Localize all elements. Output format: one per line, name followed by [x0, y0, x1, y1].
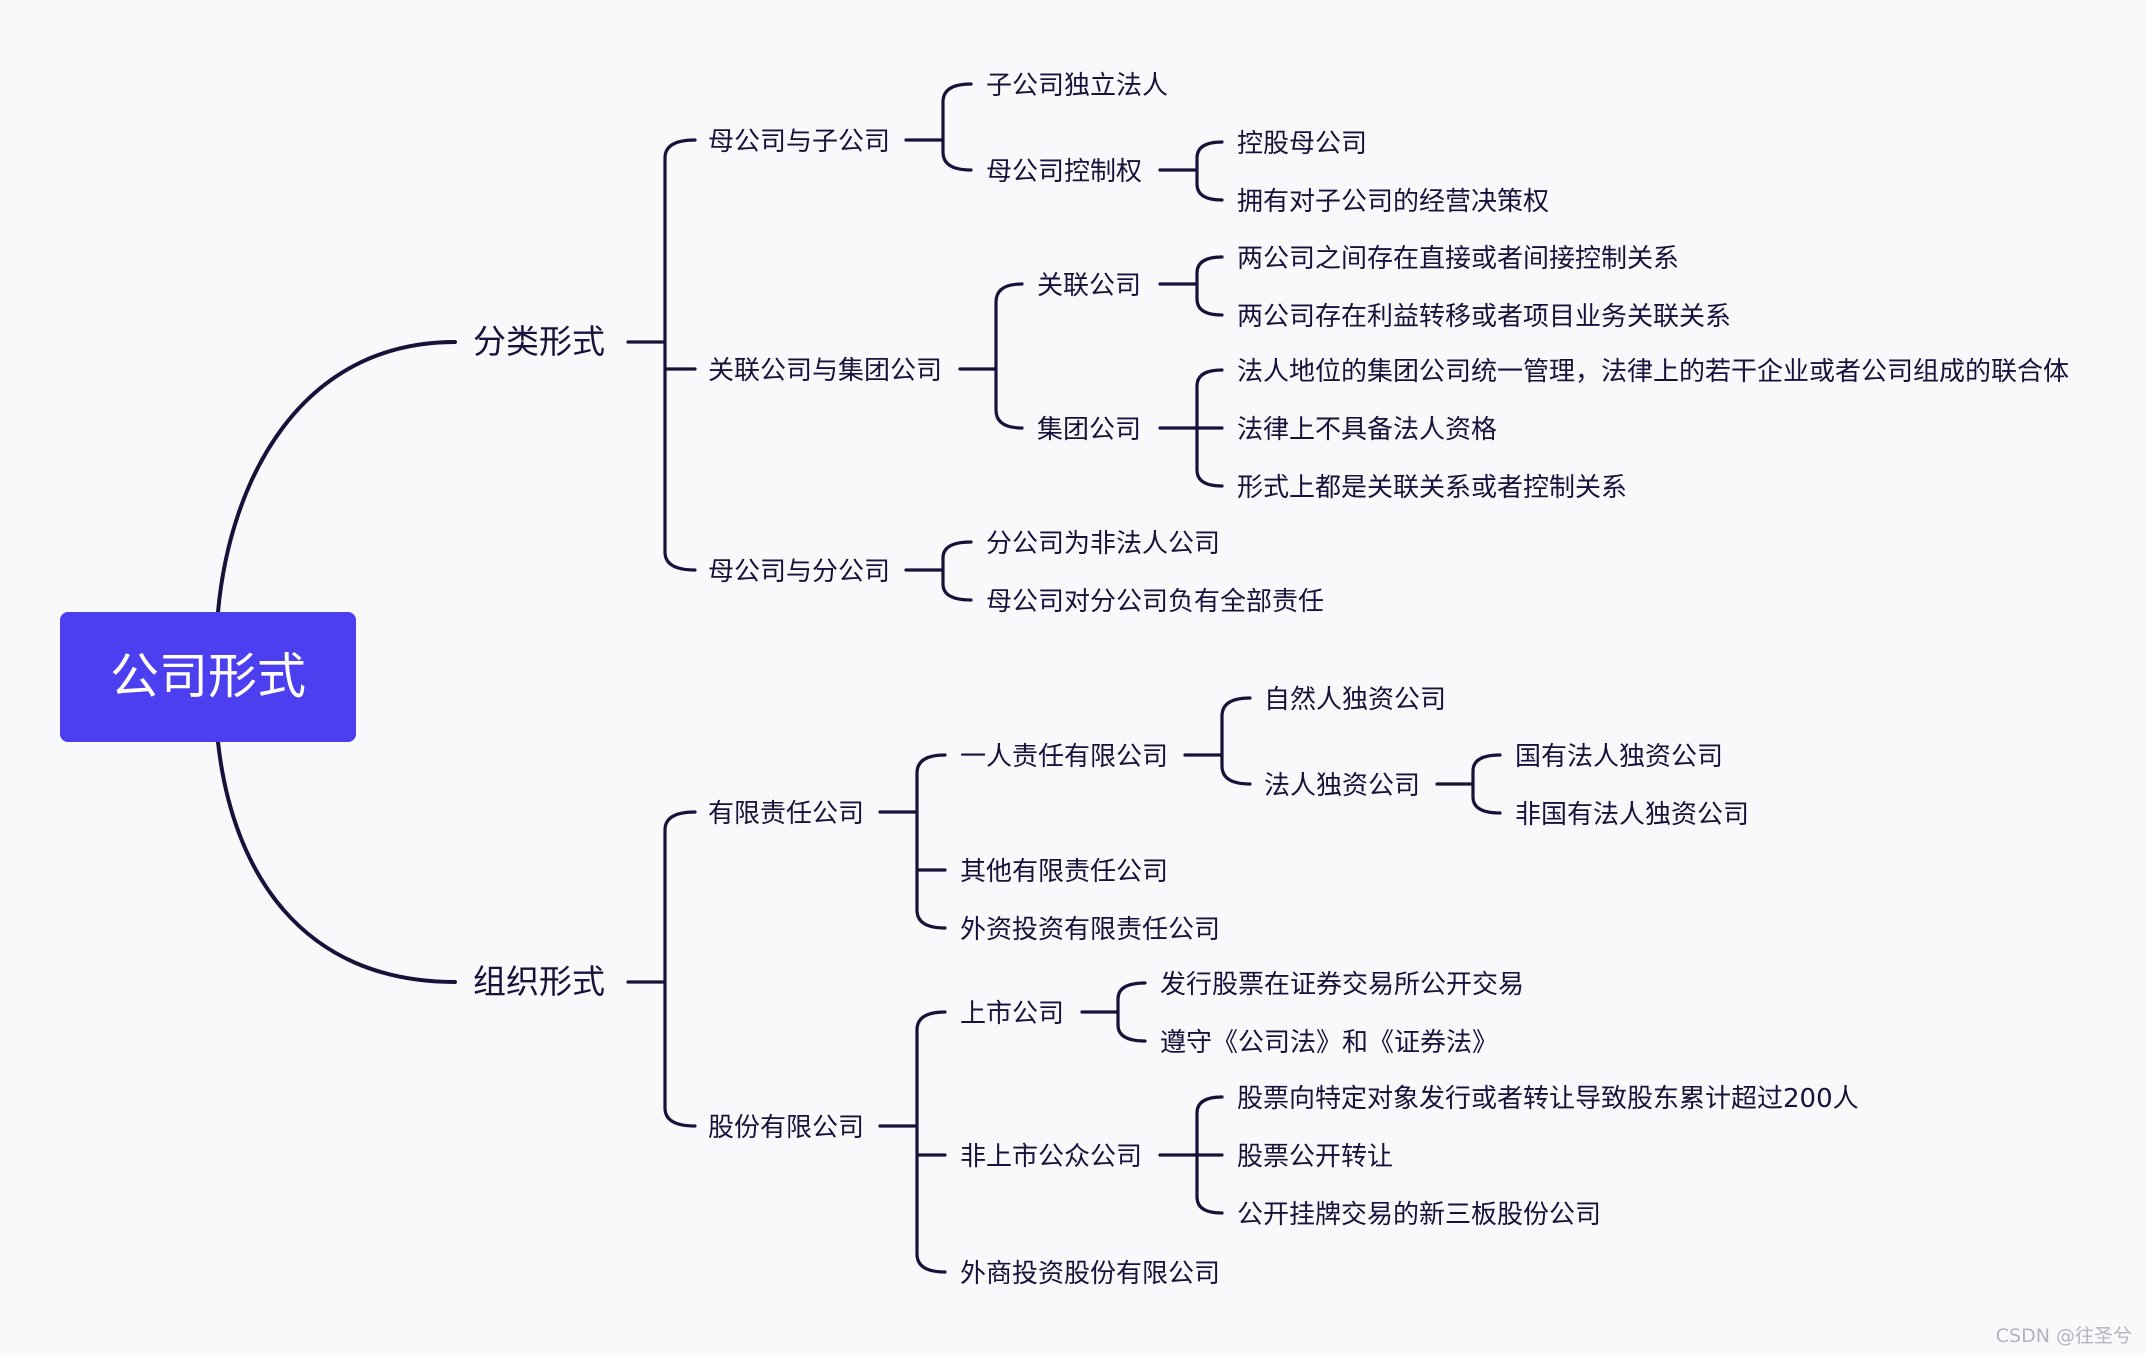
node-guodong-200ren[interactable]: 股票向特定对象发行或者转让导致股东累计超过200人 [1237, 1084, 1859, 1114]
bracket-mu-zi [904, 82, 973, 172]
branch-zuzhi-xingshi[interactable]: 组织形式 [473, 962, 605, 1001]
node-fen-gongsi-fei-faren[interactable]: 分公司为非法人公司 [986, 529, 1221, 559]
node-jituan-tongyi-guanli[interactable]: 法人地位的集团公司统一管理，法律上的若干企业或者公司组成的联合体 [1237, 357, 2070, 387]
node-shangshi-gongsi[interactable]: 上市公司 [960, 999, 1065, 1029]
node-zi-gongsi-duli-faren[interactable]: 子公司独立法人 [986, 71, 1169, 101]
node-yiren-zeren-youxian[interactable]: 一人责任有限公司 [960, 742, 1169, 772]
node-guanlian-gongsi[interactable]: 关联公司 [1037, 271, 1142, 301]
bracket-yiren [1183, 696, 1252, 786]
node-gongsifa-zhengquanfa[interactable]: 遵守《公司法》和《证券法》 [1160, 1028, 1499, 1058]
bracket-mu-fen [904, 540, 973, 602]
node-jituan-gongsi[interactable]: 集团公司 [1037, 415, 1142, 445]
bracket-gufen [878, 1010, 947, 1274]
node-youxian-zeren-gongsi[interactable]: 有限责任公司 [708, 799, 865, 829]
branch-fenlei-xingshi[interactable]: 分类形式 [473, 322, 605, 361]
root-node[interactable]: 公司形式 [60, 612, 356, 742]
node-fei-shangshi-gongzhong[interactable]: 非上市公众公司 [960, 1142, 1143, 1172]
bracket-zuzhi [626, 810, 697, 1128]
node-qita-youxian-zeren[interactable]: 其他有限责任公司 [960, 857, 1169, 887]
root-connector-zuzhi [216, 740, 457, 984]
node-guoyou-faren-duzi[interactable]: 国有法人独资公司 [1515, 742, 1724, 772]
node-guanlian-jituan-gongsi[interactable]: 关联公司与集团公司 [708, 356, 943, 386]
node-jingying-juecequan[interactable]: 拥有对子公司的经营决策权 [1237, 187, 1550, 217]
node-waizi-youxian-zeren[interactable]: 外资投资有限责任公司 [960, 915, 1221, 945]
node-waishang-gufen-youxian[interactable]: 外商投资股份有限公司 [960, 1259, 1221, 1289]
bracket-shangshi [1080, 981, 1147, 1043]
node-konggu-mu-gongsi[interactable]: 控股母公司 [1237, 129, 1368, 159]
bracket-feishangshi [1158, 1095, 1224, 1215]
node-guanlian-kongzhi-guanxi[interactable]: 形式上都是关联关系或者控制关系 [1237, 473, 1628, 503]
node-fei-guoyou-faren-duzi[interactable]: 非国有法人独资公司 [1515, 800, 1750, 830]
bracket-guanlian [1158, 255, 1224, 317]
node-gufen-youxian-gongsi[interactable]: 股份有限公司 [708, 1113, 865, 1143]
node-xinsanban[interactable]: 公开挂牌交易的新三板股份公司 [1237, 1200, 1602, 1230]
node-zhijie-jianjie-kongzhi[interactable]: 两公司之间存在直接或者间接控制关系 [1237, 244, 1680, 274]
node-mu-fen-gongsi[interactable]: 母公司与分公司 [708, 557, 891, 587]
node-mu-zi-gongsi[interactable]: 母公司与子公司 [708, 127, 891, 157]
node-liyi-zhuanyi[interactable]: 两公司存在利益转移或者项目业务关联关系 [1237, 302, 1732, 332]
bracket-youxian [878, 753, 947, 930]
bracket-kongzhiquan [1158, 140, 1224, 202]
root-connector-fenlei [216, 340, 457, 614]
watermark: CSDN @往圣兮 [1995, 1325, 2132, 1347]
bracket-fenlei [626, 138, 697, 572]
node-mu-gongsi-kongzhiquan[interactable]: 母公司控制权 [986, 157, 1143, 187]
node-quanbu-zeren[interactable]: 母公司对分公司负有全部责任 [986, 587, 1325, 617]
bracket-jituan [1158, 368, 1224, 488]
node-ziranren-duzi[interactable]: 自然人独资公司 [1264, 685, 1447, 715]
node-gupiao-gongkai-zhuanrang[interactable]: 股票公开转让 [1237, 1142, 1394, 1172]
node-bu-jubei-faren-zige[interactable]: 法律上不具备法人资格 [1237, 415, 1498, 445]
node-faren-duzi[interactable]: 法人独资公司 [1264, 771, 1421, 801]
bracket-faren [1435, 753, 1502, 815]
bracket-guanlian-jituan [958, 282, 1024, 430]
node-zhengquan-jiaoyisuo[interactable]: 发行股票在证券交易所公开交易 [1160, 970, 1525, 1000]
